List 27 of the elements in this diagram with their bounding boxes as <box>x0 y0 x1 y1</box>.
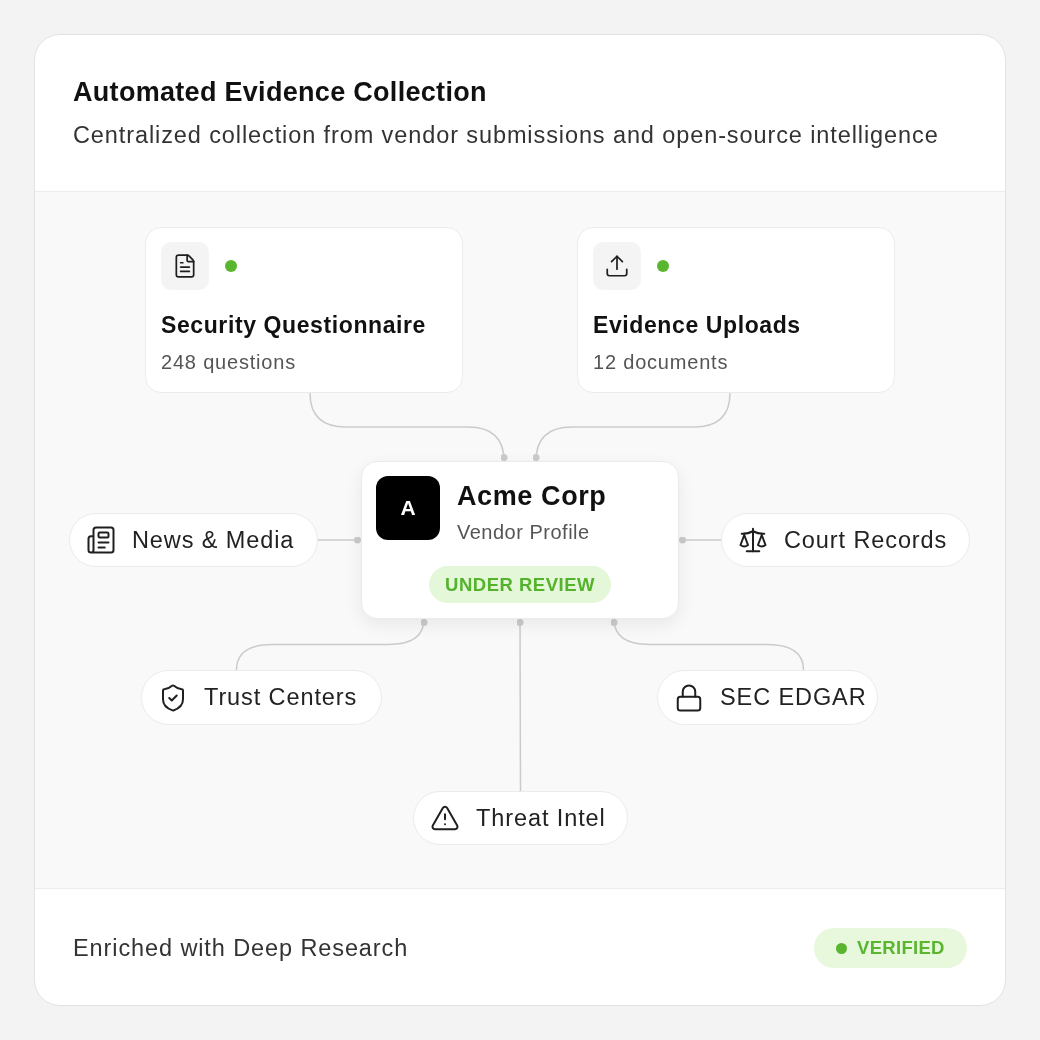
source-label: Court Records <box>784 526 948 554</box>
source-label: Threat Intel <box>476 804 606 832</box>
card-subtitle: 12 documents <box>593 351 730 374</box>
connector-line <box>235 618 428 671</box>
card-subtitle: 248 questions <box>161 351 297 374</box>
vendor-subtitle: Vendor Profile <box>457 521 590 544</box>
connector-line <box>532 392 731 462</box>
connector-line <box>317 536 362 544</box>
card-title: Evidence Uploads <box>593 312 802 339</box>
panel-subtitle: Centralized collection from vendor submissions and open-source intelligence <box>73 121 939 149</box>
connector-line <box>516 618 524 792</box>
panel-title: Automated Evidence Collection <box>73 76 487 108</box>
source-card <box>577 227 895 393</box>
source-label: News & Media <box>132 526 295 554</box>
connector-line <box>678 536 722 544</box>
connector-line <box>610 618 805 671</box>
badge-label: VERIFIED <box>857 937 945 959</box>
vendor-name: Acme Corp <box>457 481 607 512</box>
source-label: SEC EDGAR <box>720 684 867 711</box>
status-badge: UNDER REVIEW <box>429 566 611 603</box>
vendor-card <box>361 461 679 619</box>
card-title: Security Questionnaire <box>161 312 427 339</box>
source-card <box>145 227 463 393</box>
footer-note: Enriched with Deep Research <box>73 934 409 962</box>
avatar-initial: A <box>376 476 440 540</box>
source-label: Trust Centers <box>204 684 358 711</box>
connector-line <box>309 392 508 462</box>
